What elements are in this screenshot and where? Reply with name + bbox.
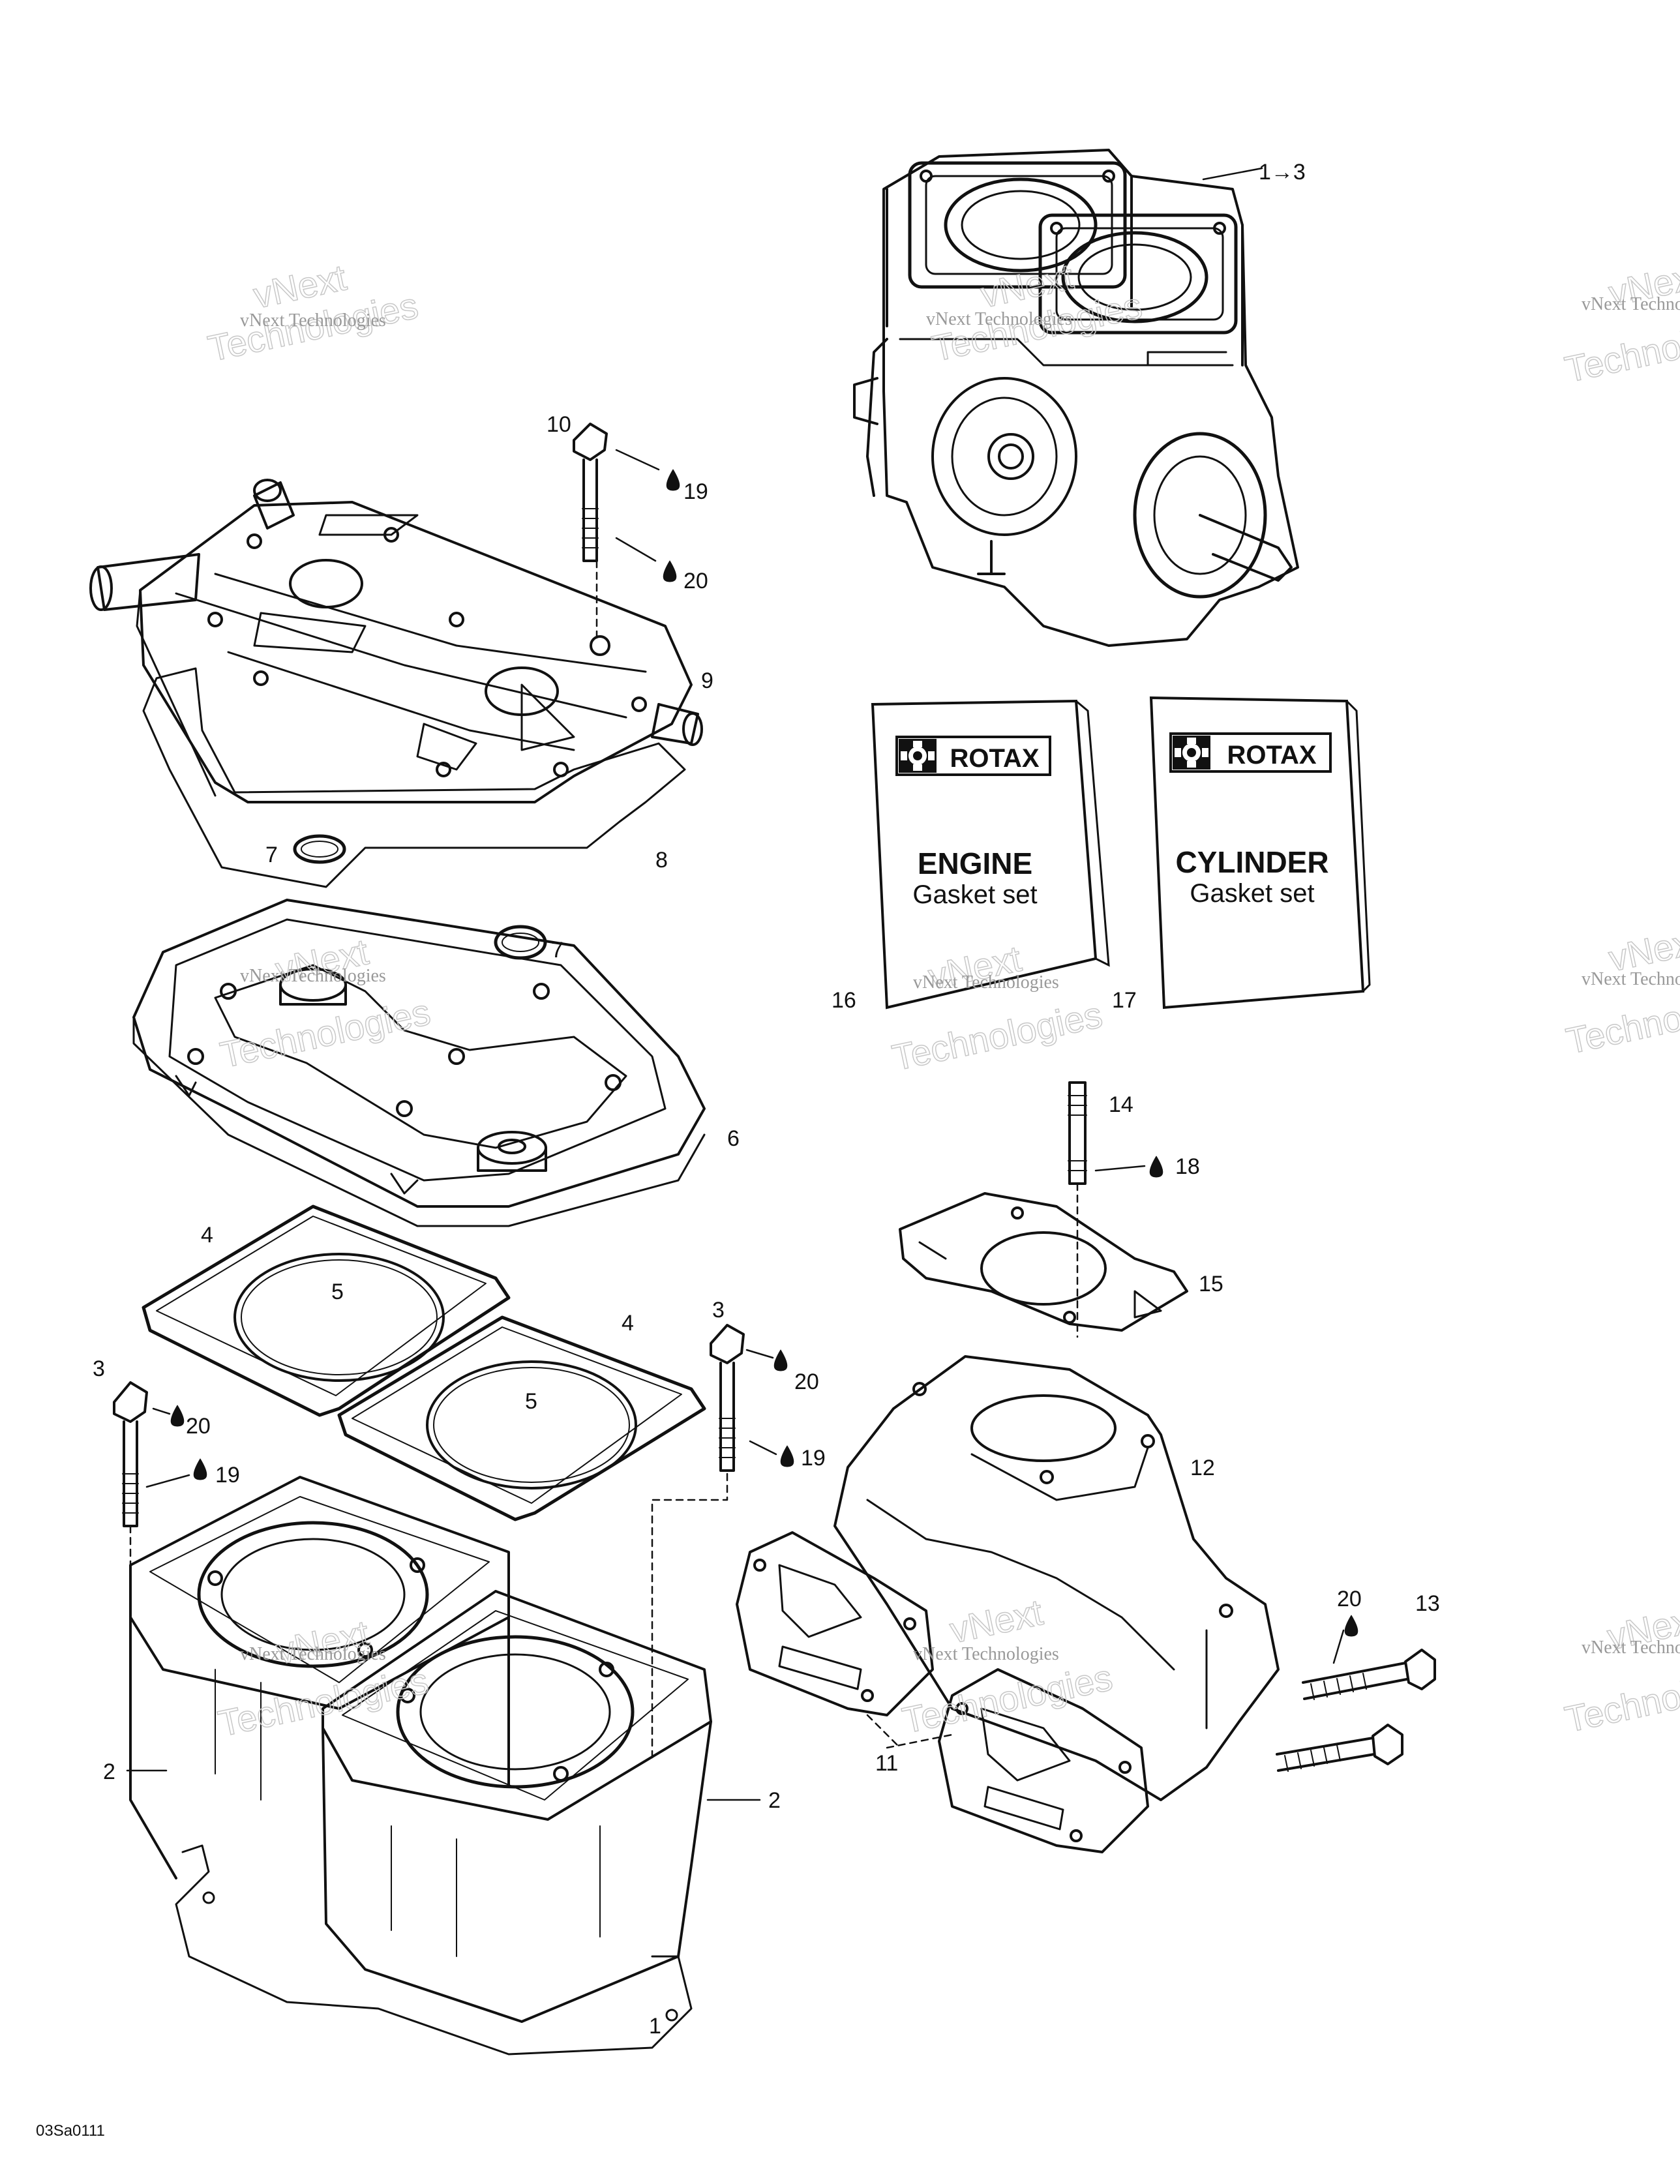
drop-icon-20-top xyxy=(663,560,677,582)
callout-4-left: 4 xyxy=(201,1223,213,1248)
watermark-small: vNext Technologies xyxy=(913,1644,1059,1664)
pointer-lines xyxy=(126,167,1345,1801)
callout-20-right: 20 xyxy=(794,1369,819,1394)
cylinder-right xyxy=(322,1590,712,2023)
cylinder-left xyxy=(129,1476,510,1879)
watermark-big: Technologies xyxy=(889,994,1106,1079)
callouts: 1→3 10 19 20 9 7 8 7 16 17 6 14 18 4 15 … xyxy=(93,160,1440,2039)
callout-5-left: 5 xyxy=(331,1279,344,1304)
cylinder-head-cover xyxy=(89,479,703,803)
cylinder-gasket-set-book: ROTAX CYLINDER Gasket set xyxy=(1149,696,1371,1010)
watermark-small: vNext Technologies xyxy=(240,310,386,331)
engine-book-brand: ROTAX xyxy=(950,744,1039,773)
callout-5-right: 5 xyxy=(525,1389,537,1414)
callout-19-right: 19 xyxy=(801,1446,826,1471)
exhaust-port-gasket-left xyxy=(736,1531,934,1716)
drop-icon-20-lower xyxy=(1344,1615,1358,1637)
cylinder-head xyxy=(132,899,706,1227)
watermark-small: vNext Technologies xyxy=(913,972,1059,993)
leader-lines xyxy=(129,560,1079,1762)
drop-icon-20-right xyxy=(773,1349,788,1371)
diagram-code: 03Sa0111 xyxy=(36,2122,105,2140)
callout-16: 16 xyxy=(832,988,856,1013)
callout-3-right: 3 xyxy=(712,1298,725,1323)
exhaust-port-gasket-right xyxy=(938,1668,1149,1853)
screw-3-right xyxy=(710,1324,745,1472)
cylinder-book-title: CYLINDER xyxy=(1175,845,1328,879)
cylinder-book-subtitle: Gasket set xyxy=(1190,879,1314,908)
callout-14: 14 xyxy=(1109,1092,1133,1117)
screw-13-lower xyxy=(1276,1724,1403,1772)
exhaust-flange-gasket xyxy=(899,1192,1188,1332)
callout-20-lower: 20 xyxy=(1337,1587,1362,1611)
screw-10 xyxy=(573,423,608,562)
callout-3-left: 3 xyxy=(93,1356,105,1381)
callout-20-left: 20 xyxy=(186,1414,211,1439)
callout-17: 17 xyxy=(1112,988,1137,1013)
callout-20-top: 20 xyxy=(683,569,708,593)
cylinder-base-gasket-right xyxy=(337,1315,706,1521)
engine-book-title: ENGINE xyxy=(918,846,1032,880)
callout-2-left: 2 xyxy=(103,1759,115,1784)
watermark-small: vNext Technologies xyxy=(1582,969,1680,989)
callout-6: 6 xyxy=(727,1126,740,1151)
screw-3-left xyxy=(113,1381,148,1527)
callout-4-right: 4 xyxy=(622,1311,634,1336)
exhaust-manifold xyxy=(833,1355,1280,1801)
callout-1: 1 xyxy=(649,2014,661,2039)
engine-book-subtitle: Gasket set xyxy=(912,880,1037,909)
watermark-small: vNext Technologies xyxy=(240,966,386,986)
callout-12: 12 xyxy=(1190,1456,1215,1480)
callout-7-right: 7 xyxy=(551,938,563,963)
drop-icon-19-top xyxy=(666,469,680,491)
drop-icon-20-left xyxy=(170,1405,185,1427)
drop-icon-19-right xyxy=(780,1445,794,1467)
watermark-big: vNext xyxy=(946,1591,1047,1651)
watermark-big: Technologies xyxy=(1561,305,1680,390)
adhesive-drop-icons xyxy=(170,469,1358,1637)
watermark-big: Technologies xyxy=(1561,1655,1680,1740)
base-gasket xyxy=(175,1844,693,2056)
head-gasket-ring xyxy=(142,667,686,888)
drop-icon-19-left xyxy=(193,1458,207,1480)
stud-14 xyxy=(1068,1081,1087,1185)
screw-13-upper xyxy=(1302,1649,1436,1700)
engine-assembly xyxy=(853,149,1299,647)
callout-8: 8 xyxy=(655,848,668,873)
callout-11: 11 xyxy=(875,1751,898,1776)
cylinder-base-gasket-left xyxy=(142,1204,511,1417)
watermark-small: vNext Technologies xyxy=(926,309,1072,329)
callout-10: 10 xyxy=(547,412,571,437)
cylinder-book-brand: ROTAX xyxy=(1227,741,1316,770)
callout-15: 15 xyxy=(1199,1272,1223,1296)
engine-gasket-set-book: ROTAX ENGINE Gasket set xyxy=(871,699,1110,1010)
watermark-small: vNext Technologies xyxy=(1582,294,1680,314)
callout-13: 13 xyxy=(1415,1591,1440,1616)
callout-18: 18 xyxy=(1175,1154,1200,1179)
watermark-small: vNext Technologies xyxy=(240,1644,386,1664)
callout-2-right: 2 xyxy=(768,1788,781,1813)
callout-9: 9 xyxy=(701,668,713,693)
drop-icon-18 xyxy=(1149,1156,1163,1178)
callout-7-left: 7 xyxy=(265,843,278,867)
callout-19-left: 19 xyxy=(215,1463,240,1488)
watermark-big: Technologies xyxy=(1563,977,1680,1062)
callout-1-3: 1→3 xyxy=(1259,160,1306,185)
watermark-small: vNext Technologies xyxy=(1582,1638,1680,1658)
callout-19-top: 19 xyxy=(683,479,708,504)
o-ring-left xyxy=(293,834,346,864)
o-ring-right xyxy=(494,925,547,960)
